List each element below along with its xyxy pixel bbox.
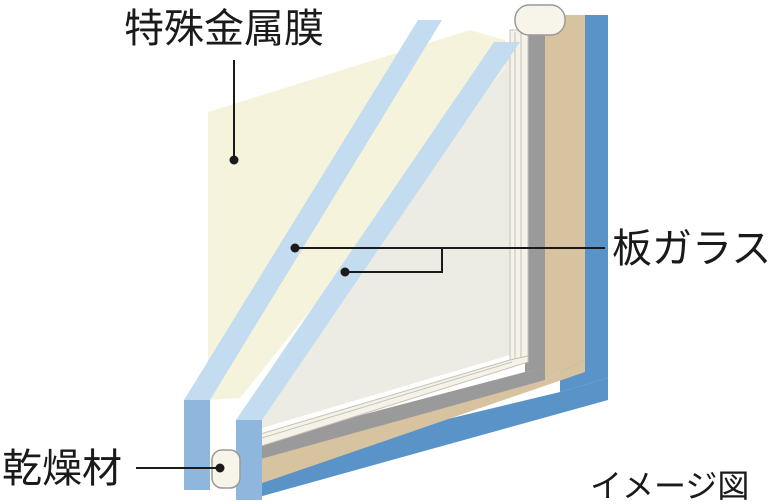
leader-dot-desiccant [215, 463, 225, 473]
label-image-note: イメージ図 [590, 467, 749, 504]
inner-edge-strip-side [509, 29, 529, 361]
outer-glass-edge [184, 20, 442, 400]
metal-film-pane [208, 30, 505, 400]
leader-dot-metal-film [229, 155, 239, 165]
gray-spacer-side [525, 35, 545, 372]
outer-frame-bottom [236, 378, 608, 500]
leader-dot-glass-lower [340, 267, 350, 277]
gray-spacer-bottom [236, 368, 545, 462]
top-spacer-cap [514, 4, 566, 36]
leader-dot-glass-upper [290, 243, 300, 253]
inner-glass-edge [236, 42, 520, 420]
label-metal-film: 特殊金属膜 [124, 6, 324, 52]
inner-glass-edge-front [236, 420, 262, 500]
outer-glass-edge-front [184, 400, 210, 490]
label-glass-pane: 板ガラス [612, 226, 771, 272]
label-desiccant: 乾燥材 [2, 446, 122, 492]
inner-glass-pane [262, 45, 520, 428]
leader-glass-lower [345, 248, 443, 273]
edge-line-3 [241, 361, 513, 445]
